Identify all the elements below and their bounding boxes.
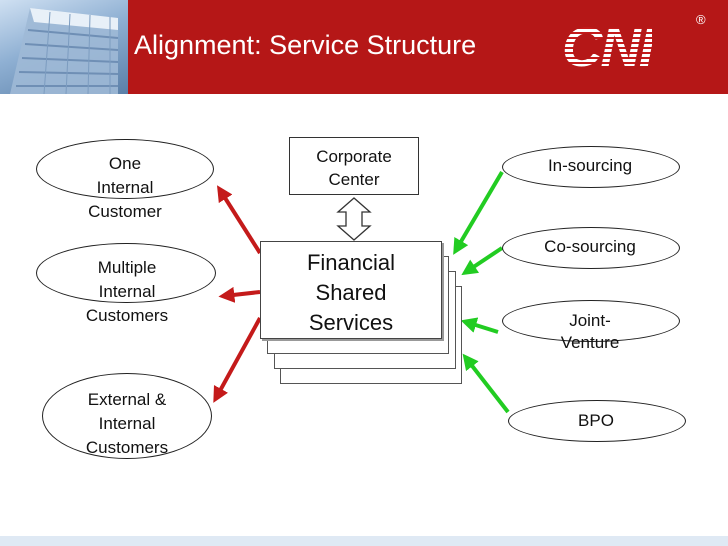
arrow-from-co-sourcing	[461, 246, 504, 276]
building-photo	[0, 0, 128, 94]
arrow-from-in-sourcing	[453, 170, 504, 255]
logo-wordmark: CNI	[562, 15, 654, 78]
multiple-internal-customers-label: Multiple Internal Customers	[85, 258, 169, 325]
external-internal-customers-label: External & Internal Customers	[85, 390, 169, 457]
double-arrow	[336, 197, 372, 241]
arrow-to-one-internal-customer	[216, 185, 262, 255]
one-internal-customer-node	[36, 139, 214, 199]
incoming-arrows	[453, 170, 510, 414]
outgoing-arrows	[213, 185, 262, 403]
in-sourcing-node	[502, 146, 680, 188]
arrow-from-joint-venture	[460, 317, 499, 334]
co-sourcing-label: Co-sourcing	[544, 237, 636, 256]
co-sourcing-node	[502, 227, 680, 269]
slide-title: Alignment: Service Structure	[134, 30, 477, 60]
arrow-from-bpo	[462, 353, 510, 414]
financial-shared-services-label: Financial Shared Services	[306, 250, 396, 335]
external-internal-customers-node	[42, 373, 212, 459]
slide-header: Alignment: Service Structure CNI ®	[0, 0, 728, 94]
bpo-label: BPO	[578, 411, 614, 430]
cni-logo: CNI ®	[562, 12, 720, 80]
joint-venture-node	[502, 300, 680, 342]
corporate-center-label: Corporate Center	[316, 147, 392, 189]
footer-band	[0, 536, 728, 546]
arrow-to-external-internal-customers	[213, 317, 262, 403]
multiple-internal-customers-node	[36, 243, 216, 303]
registered-mark: ®	[696, 12, 706, 27]
joint-venture-label: Joint- Venture	[560, 311, 620, 352]
financial-shared-services-box: Financial Shared Services	[260, 241, 442, 339]
one-internal-customer-label: One Internal Customer	[88, 154, 162, 221]
corporate-center-box: Corporate Center	[289, 137, 419, 195]
arrow-to-multiple-internal-customers	[218, 286, 261, 303]
bpo-node	[508, 400, 686, 442]
in-sourcing-label: In-sourcing	[547, 156, 633, 175]
